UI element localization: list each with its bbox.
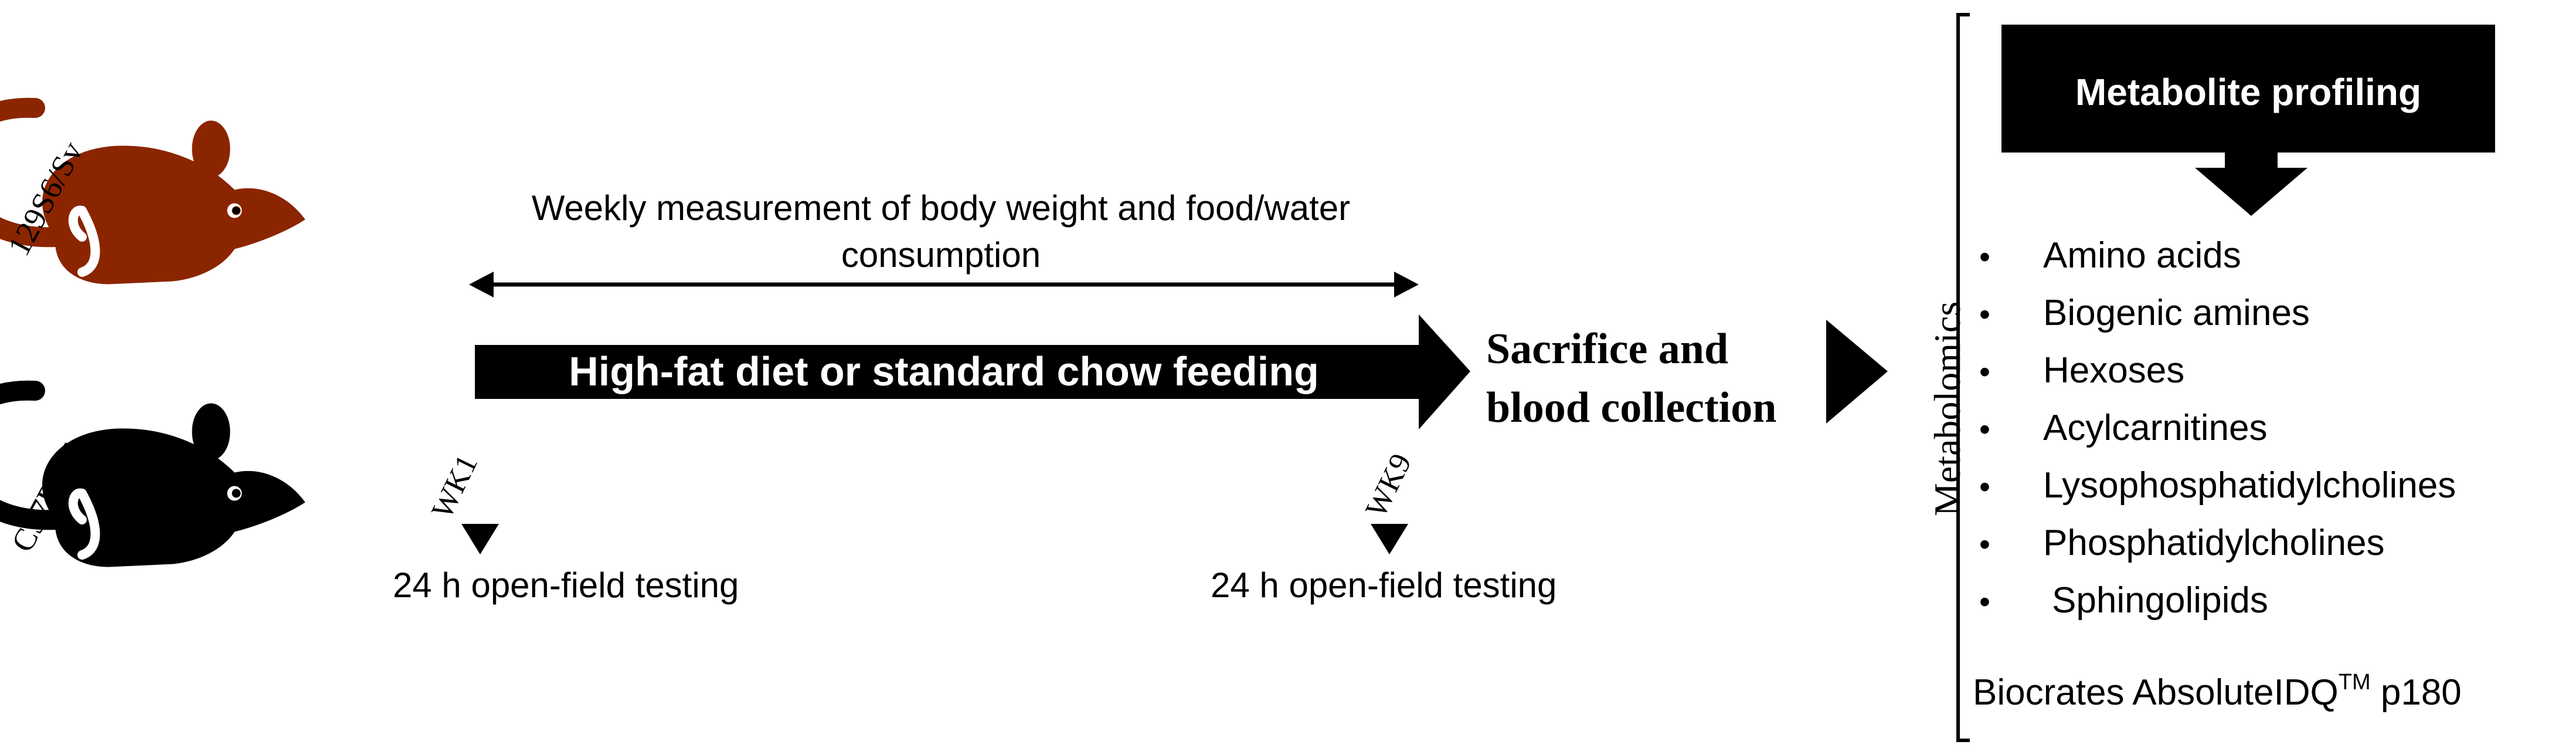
- bullet-icon: •: [1979, 239, 1990, 275]
- metabolite-profiling-box: [2001, 25, 2495, 153]
- profiling-down-arrow: [2195, 151, 2307, 216]
- open-field-test-start: 24 h open-field testing: [393, 566, 739, 605]
- sacrifice-label: Sacrifice and blood collection: [1486, 320, 1776, 437]
- wk9-marker-triangle: [1371, 524, 1408, 554]
- to-metabolomics-arrow: [1826, 320, 1888, 424]
- sacrifice-line-1: Sacrifice and: [1486, 325, 1729, 373]
- metabolomics-side-label: Metabolomics: [1926, 301, 1968, 516]
- metabolomics-bracket: [1956, 13, 1970, 742]
- weekly-measurement-text: Weekly measurement of body weight and fo…: [531, 188, 1351, 275]
- sacrifice-line-2: blood collection: [1486, 384, 1777, 432]
- wk1-marker-triangle: [461, 524, 499, 554]
- bullet-icon: •: [1979, 412, 1990, 447]
- weekly-measurement-arrow: [469, 272, 1419, 297]
- feeding-label: High-fat diet or standard chow feeding: [569, 348, 1319, 394]
- bullet-icon: •: [1979, 527, 1990, 562]
- bullet-icon: •: [1979, 469, 1990, 505]
- bullet-icon: •: [1979, 354, 1990, 390]
- open-field-test-end: 24 h open-field testing: [1211, 566, 1557, 605]
- assay-kit-label: Biocrates AbsoluteIDQTM p180: [1973, 670, 2462, 713]
- feeding-arrow: [475, 314, 1470, 429]
- bullet-icon: •: [1979, 584, 1990, 619]
- metabolite-profiling-label: Metabolite profiling: [2075, 71, 2422, 113]
- bullet-icon: •: [1979, 297, 1990, 332]
